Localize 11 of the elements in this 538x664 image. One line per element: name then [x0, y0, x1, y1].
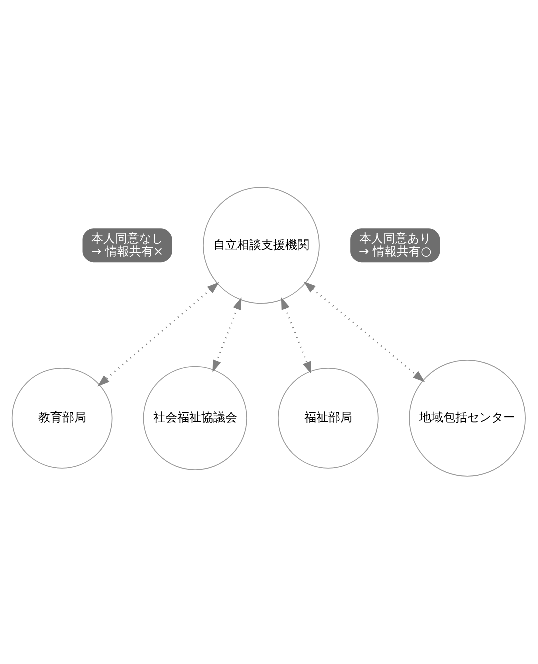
arrow [212, 298, 242, 373]
node-circle: 社会福祉協議会 [143, 366, 248, 470]
arrow [304, 282, 426, 382]
node-circle: 教育部局 [12, 368, 113, 469]
arrow [281, 297, 312, 374]
node-circle: 地域包括センター [409, 360, 526, 477]
node-circle: 福祉部局 [278, 368, 379, 469]
arrow [98, 282, 220, 387]
node-box: 本人同意あり → 情報共有○ [350, 228, 440, 263]
node-box: 本人同意なし → 情報共有× [82, 228, 172, 263]
node-circle: 自立相談支援機関 [203, 187, 320, 304]
